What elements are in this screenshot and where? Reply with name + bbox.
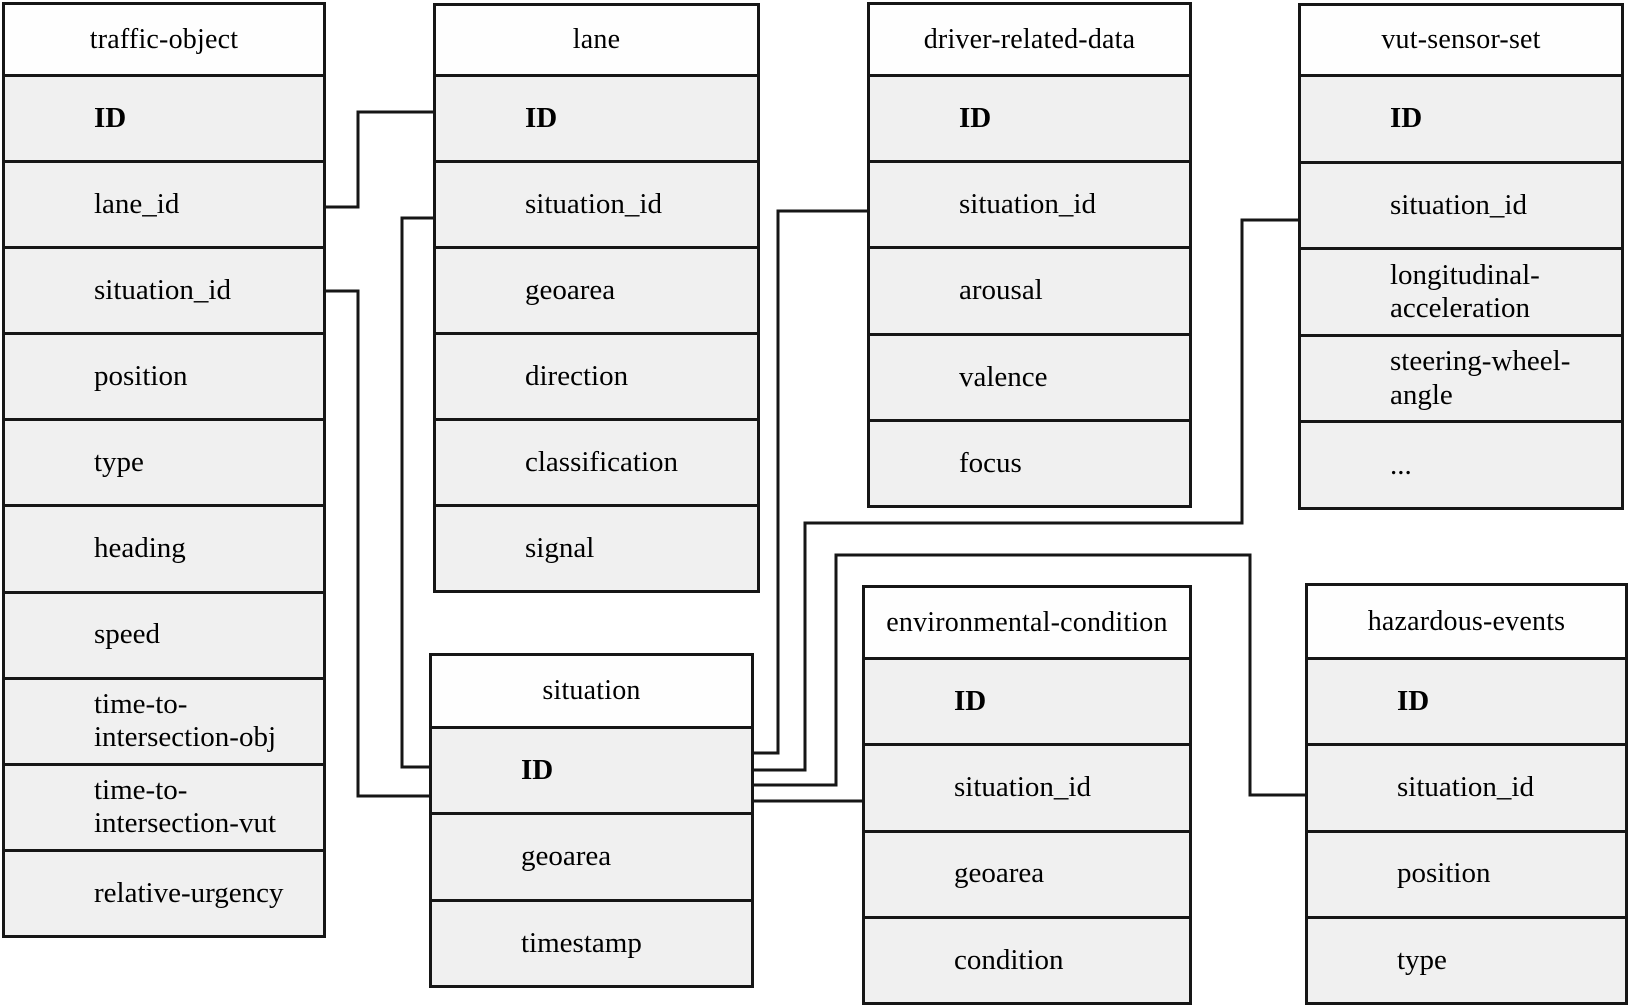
table-situation: situation ID geoarea timestamp — [429, 653, 754, 988]
table-row: situation_id — [870, 163, 1189, 250]
table-header: vut-sensor-set — [1301, 6, 1621, 77]
table-header: hazardous-events — [1308, 586, 1625, 660]
table-row: situation_id — [865, 746, 1189, 833]
table-row: focus — [870, 421, 1189, 506]
table-row: classification — [436, 421, 757, 507]
table-header: traffic-object — [5, 5, 323, 77]
table-row: position — [5, 335, 323, 422]
table-row: situation_id — [1308, 746, 1625, 833]
table-header: situation — [432, 656, 751, 729]
table-row: arousal — [870, 249, 1189, 336]
table-row: situation_id — [1301, 163, 1621, 251]
connector-situation-id-to-hazardous-situationid — [752, 553, 1307, 797]
table-row: geoarea — [432, 815, 751, 902]
table-row: heading — [5, 507, 323, 594]
table-environmental-condition: environmental-condition ID situation_id … — [862, 585, 1192, 1005]
table-row: ID — [870, 77, 1189, 164]
table-row: direction — [436, 335, 757, 421]
table-row: situation_id — [436, 163, 757, 249]
table-row: valence — [870, 335, 1189, 422]
table-row: steering-wheel-angle — [1301, 336, 1621, 424]
table-row: timestamp — [432, 901, 751, 985]
table-row: time-to-intersection-obj — [5, 679, 323, 766]
table-row: situation_id — [5, 249, 323, 336]
table-row: time-to-intersection-vut — [5, 765, 323, 852]
table-row: ID — [1308, 660, 1625, 747]
table-header: environmental-condition — [865, 588, 1189, 660]
table-row: signal — [436, 507, 757, 590]
table-row: longitudinal-acceleration — [1301, 250, 1621, 337]
table-row: ID — [432, 729, 751, 816]
table-header: lane — [436, 6, 757, 77]
connector-situation-id-to-vut-situationid — [752, 218, 1300, 772]
connector-trafficobject-situationid-to-situation-id — [324, 289, 431, 798]
table-row: ... — [1301, 423, 1621, 507]
table-row: condition — [865, 918, 1189, 1002]
table-row: ID — [5, 77, 323, 164]
connector-lane-situationid-to-situation-id — [400, 216, 435, 769]
table-row: type — [1308, 918, 1625, 1002]
table-row: geoarea — [436, 249, 757, 335]
table-row: ID — [1301, 77, 1621, 164]
table-row: lane_id — [5, 163, 323, 250]
table-vut-sensor-set: vut-sensor-set ID situation_id longitudi… — [1298, 3, 1624, 510]
table-lane: lane ID situation_id geoarea direction c… — [433, 3, 760, 593]
table-row: ID — [436, 77, 757, 163]
table-header: driver-related-data — [870, 5, 1189, 77]
connector-trafficobject-laneid-to-lane-id — [324, 110, 435, 209]
table-row: relative-urgency — [5, 851, 323, 935]
table-row: speed — [5, 593, 323, 680]
table-traffic-object: traffic-object ID lane_id situation_id p… — [2, 2, 326, 938]
table-row: position — [1308, 832, 1625, 919]
table-hazardous-events: hazardous-events ID situation_id positio… — [1305, 583, 1628, 1005]
table-row: geoarea — [865, 832, 1189, 919]
table-row: ID — [865, 660, 1189, 747]
connector-situation-id-to-driver-situationid — [752, 209, 869, 755]
table-row: type — [5, 421, 323, 508]
table-driver-related-data: driver-related-data ID situation_id arou… — [867, 2, 1192, 508]
